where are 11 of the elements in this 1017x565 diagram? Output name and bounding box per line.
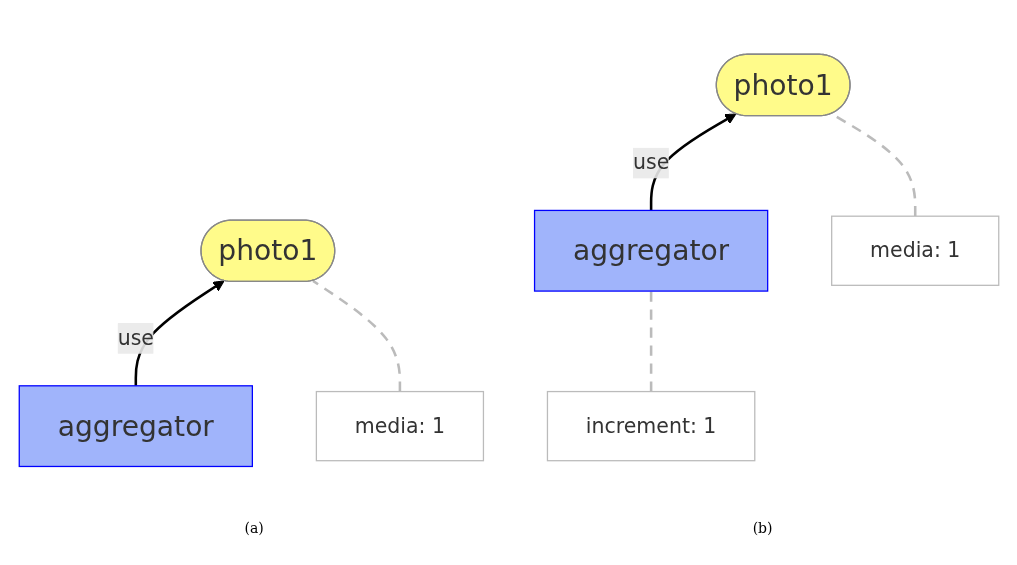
edge-label: use — [117, 325, 154, 350]
node-box: media: 1 — [315, 390, 484, 461]
node-box: increment: 1 — [546, 390, 755, 461]
node-box: media: 1 — [830, 215, 999, 286]
connector — [649, 290, 652, 392]
connector — [311, 279, 401, 392]
node-box: aggregator — [533, 209, 768, 292]
caption-label: (b) — [752, 520, 773, 536]
node-box: aggregator — [18, 384, 253, 467]
caption-label: (a) — [244, 520, 264, 536]
edge-label: use — [632, 149, 669, 175]
